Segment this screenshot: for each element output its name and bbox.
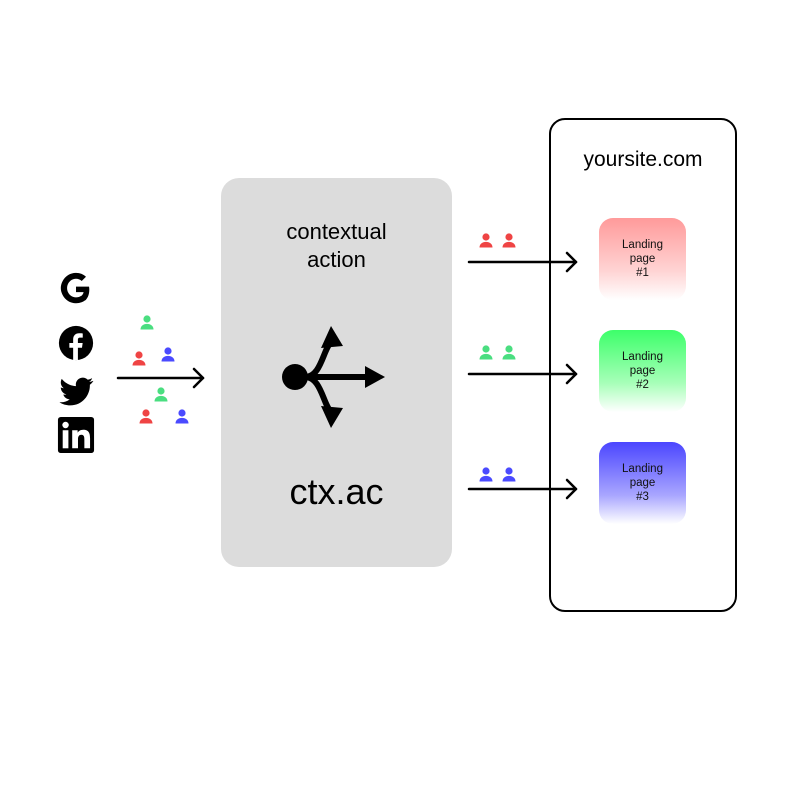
twitter-icon [57,372,95,410]
facebook-icon [57,324,95,362]
user-icon-blue [478,466,494,482]
google-icon [57,270,95,308]
user-icon-red [478,232,494,248]
split-arrows-icon [282,326,385,428]
landing-page-2-label: Landing page #2 [622,351,663,391]
landing-page-2: Landing page #2 [599,330,686,412]
landing-page-1-label: Landing page #1 [622,239,663,279]
website-box: yoursite.com Landing page #1 Landing pag… [549,118,737,612]
landing-page-3-label: Landing page #3 [622,463,663,503]
landing-page-3: Landing page #3 [599,442,686,524]
user-icon-blue [174,408,190,424]
ctx-ac-label: ctx.ac [289,471,384,512]
user-icon-red [131,350,147,366]
user-icon-green [478,344,494,360]
landing-page-1: Landing page #1 [599,218,686,300]
user-icon-green [139,314,155,330]
user-icon-green [153,386,169,402]
contextual-action-box: contextual action ctx.ac [221,178,452,567]
user-icon-green [501,344,517,360]
site-title: yoursite.com [583,148,703,171]
user-icon-red [501,232,517,248]
contextual-action-title: contextual action [286,219,387,272]
linkedin-icon [57,416,95,454]
arrow-in [116,367,205,389]
user-icon-red [138,408,154,424]
user-icon-blue [160,346,176,362]
user-icon-blue [501,466,517,482]
